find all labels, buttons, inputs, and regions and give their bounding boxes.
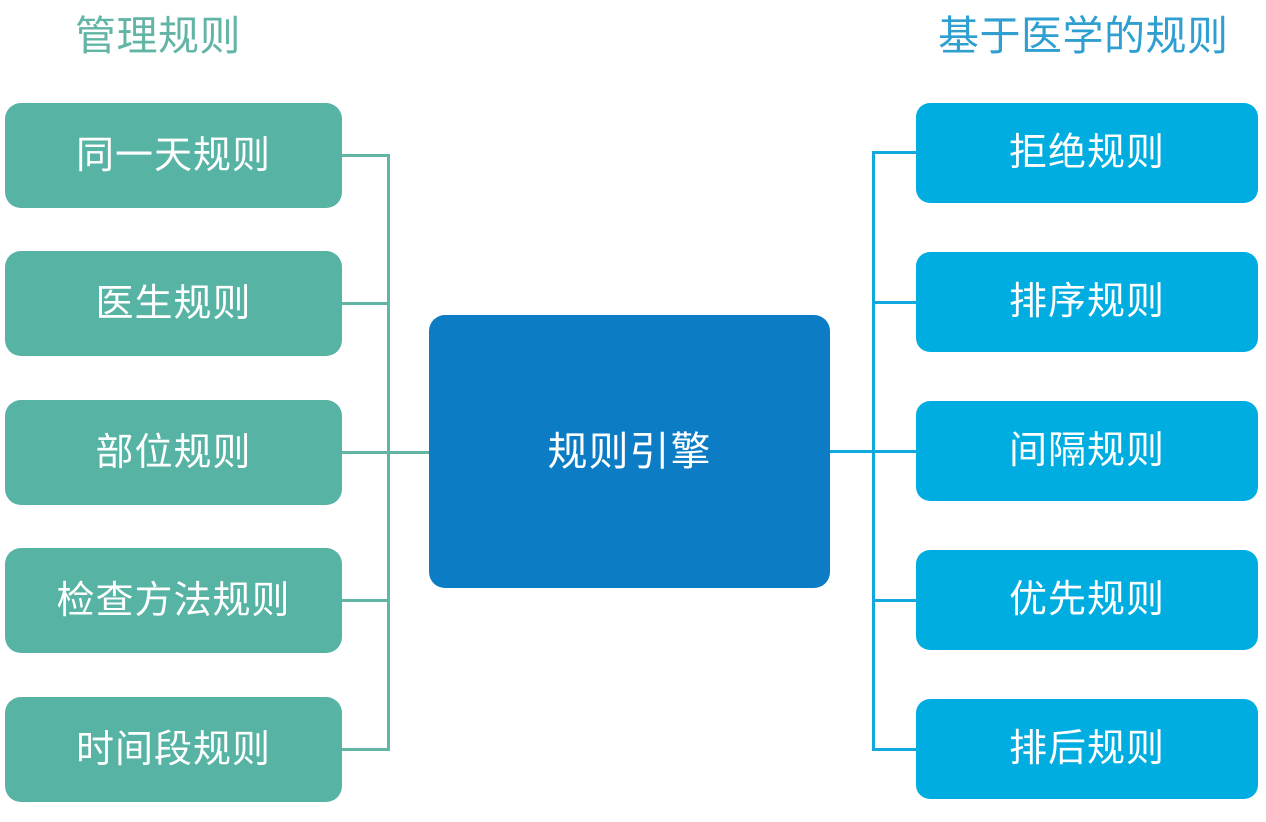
node-left-4[interactable]: 检查方法规则 — [5, 548, 342, 653]
node-right-3-label: 间隔规则 — [1008, 430, 1165, 472]
left-stub-1 — [342, 154, 390, 157]
left-stub-2 — [342, 302, 390, 305]
node-right-1-label: 拒绝规则 — [1008, 132, 1165, 174]
node-left-1-label: 同一天规则 — [75, 134, 271, 177]
node-right-5[interactable]: 排后规则 — [916, 699, 1258, 799]
node-right-5-label: 排后规则 — [1008, 728, 1165, 770]
node-right-2-label: 排序规则 — [1008, 281, 1165, 323]
node-right-2[interactable]: 排序规则 — [916, 252, 1258, 352]
right-column-header: 基于医学的规则 — [938, 13, 1229, 59]
left-stub-4 — [342, 599, 390, 602]
node-left-3-label: 部位规则 — [95, 431, 252, 474]
node-left-4-label: 检查方法规则 — [56, 579, 291, 622]
right-spine-to-center — [828, 450, 874, 453]
right-stub-1 — [872, 151, 918, 154]
node-right-1[interactable]: 拒绝规则 — [916, 103, 1258, 203]
node-left-5-label: 时间段规则 — [75, 728, 271, 771]
center-node-rule-engine[interactable]: 规则引擎 — [429, 315, 830, 588]
right-stub-3 — [872, 450, 918, 453]
node-left-5[interactable]: 时间段规则 — [5, 697, 342, 802]
node-left-2-label: 医生规则 — [95, 282, 252, 325]
left-column-header: 管理规则 — [75, 13, 241, 59]
node-right-4[interactable]: 优先规则 — [916, 550, 1258, 650]
node-right-3[interactable]: 间隔规则 — [916, 401, 1258, 501]
right-stub-2 — [872, 301, 918, 304]
node-left-1[interactable]: 同一天规则 — [5, 103, 342, 208]
left-spine-to-center — [387, 451, 432, 454]
right-stub-5 — [872, 748, 918, 751]
node-left-2[interactable]: 医生规则 — [5, 251, 342, 356]
left-stub-3 — [342, 451, 390, 454]
node-right-4-label: 优先规则 — [1008, 579, 1165, 621]
center-node-label: 规则引擎 — [547, 429, 712, 474]
right-stub-4 — [872, 599, 918, 602]
node-left-3[interactable]: 部位规则 — [5, 400, 342, 505]
left-stub-5 — [342, 748, 390, 751]
